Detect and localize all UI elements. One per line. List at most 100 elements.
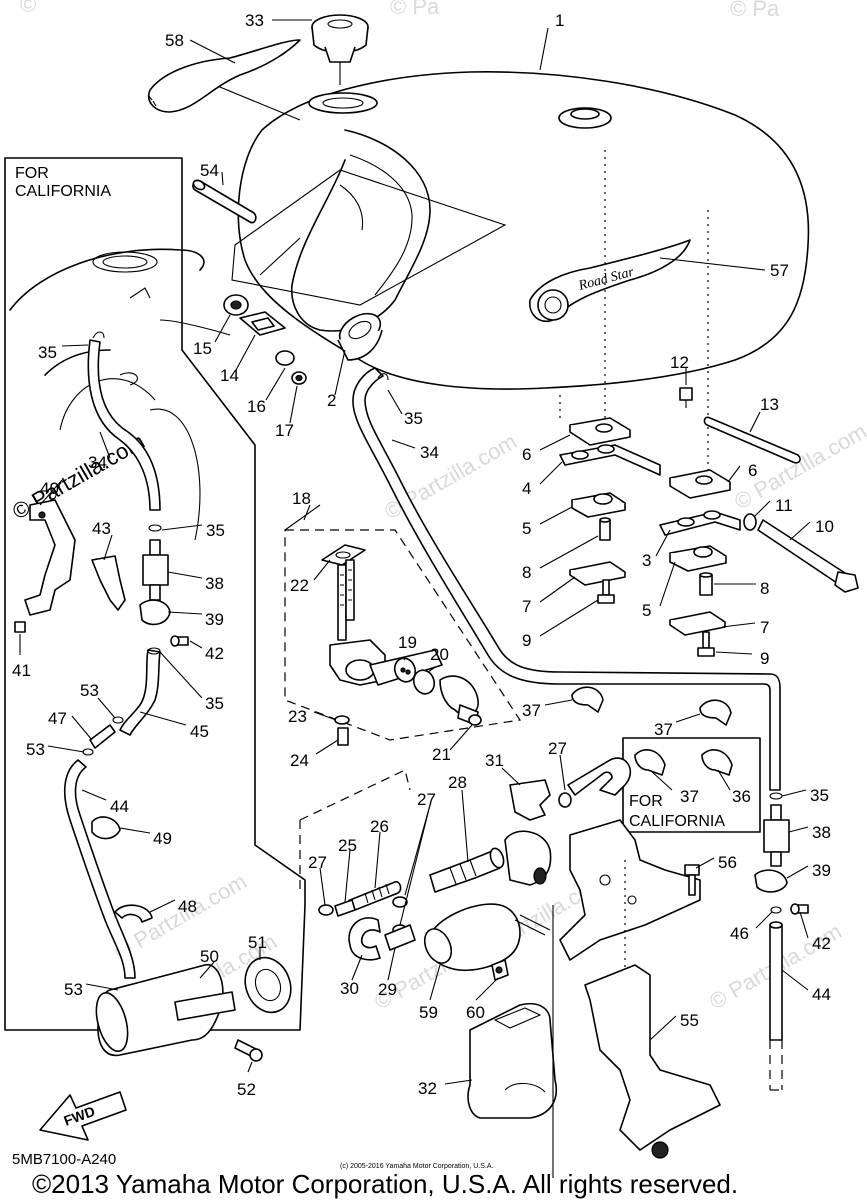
- part-callout-53: 53: [64, 980, 83, 999]
- part-callout-42: 42: [812, 934, 831, 953]
- leader-lines: [19, 19, 811, 1085]
- part-callout-23: 23: [288, 707, 307, 726]
- mount-hardware: [559, 150, 859, 657]
- part-callout-15: 15: [193, 339, 212, 358]
- part-callout-26: 26: [370, 817, 389, 836]
- hose-clamps: [571, 686, 732, 726]
- part-callout-13: 13: [760, 395, 779, 414]
- part-callout-53: 53: [80, 681, 99, 700]
- fuel-cock-assembly: [284, 504, 522, 746]
- part-callout-10: 10: [815, 517, 834, 536]
- part-callout-53: 53: [26, 740, 45, 759]
- callout-numbers: 1335854571514161723535343412136645111038…: [12, 11, 834, 1099]
- part-callout-48: 48: [178, 897, 197, 916]
- part-callout-44: 44: [812, 985, 831, 1004]
- part-callout-9: 9: [522, 631, 531, 650]
- breather-hose: [352, 367, 781, 791]
- part-callout-42: 42: [205, 644, 224, 663]
- part-callout-7: 7: [760, 618, 769, 637]
- part-callout-16: 16: [247, 397, 266, 416]
- fuel-cap: [311, 14, 369, 85]
- part-callout-55: 55: [680, 1011, 699, 1030]
- part-callout-56: 56: [718, 853, 737, 872]
- part-callout-8: 8: [760, 579, 769, 598]
- part-callout-35: 35: [404, 409, 423, 428]
- part-callout-31: 31: [485, 751, 504, 770]
- vent-pipe: [192, 179, 257, 224]
- part-callout-29: 29: [378, 980, 397, 999]
- part-callout-46: 46: [730, 924, 749, 943]
- part-callout-32: 32: [418, 1079, 437, 1098]
- part-callout-21: 21: [432, 745, 451, 764]
- copyright-notice: ©2013 Yamaha Motor Corporation, U.S.A. A…: [32, 1169, 738, 1199]
- part-callout-54: 54: [200, 161, 219, 180]
- part-callout-27: 27: [308, 853, 327, 872]
- part-callout-24: 24: [290, 751, 309, 770]
- tank-emblem: Road Star: [529, 239, 691, 322]
- part-callout-2: 2: [327, 391, 336, 410]
- part-callout-39: 39: [205, 610, 224, 629]
- part-callout-7: 7: [522, 597, 531, 616]
- part-callout-33: 33: [245, 11, 264, 30]
- part-callout-59: 59: [419, 1003, 438, 1022]
- part-callout-25: 25: [338, 836, 357, 855]
- part-callout-22: 22: [290, 576, 309, 595]
- drawing-code: 5MB7100-A240: [12, 1151, 116, 1168]
- part-callout-37: 37: [522, 701, 541, 720]
- forward-arrow: FWD: [39, 1091, 127, 1141]
- part-callout-40: 40: [40, 479, 59, 498]
- part-callout-3: 3: [642, 551, 651, 570]
- california-inset-right: FOR CALIFORNIA: [622, 737, 761, 833]
- part-callout-19: 19: [398, 633, 417, 652]
- part-callout-35: 35: [810, 786, 829, 805]
- inset-label-line2: CALIFORNIA: [629, 813, 725, 830]
- fuel-tank: Road Star: [214, 71, 810, 390]
- part-callout-37: 37: [680, 787, 699, 806]
- part-callout-45: 45: [190, 722, 209, 741]
- inset-label-line1: FOR: [629, 793, 663, 810]
- part-callout-50: 50: [200, 947, 219, 966]
- part-callout-9: 9: [760, 649, 769, 668]
- part-callout-34: 34: [88, 453, 107, 472]
- part-callout-36: 36: [732, 787, 751, 806]
- part-callout-6: 6: [748, 461, 757, 480]
- inset-label-line2: CALIFORNIA: [15, 183, 111, 200]
- part-callout-39: 39: [812, 861, 831, 880]
- part-callout-11: 11: [775, 496, 793, 515]
- part-callout-57: 57: [770, 261, 789, 280]
- fuel-pump-assembly: [299, 757, 721, 1178]
- part-callout-35: 35: [205, 694, 224, 713]
- part-callout-17: 17: [275, 421, 294, 440]
- fine-print: (c) 2005-2016 Yamaha Motor Corporation, …: [340, 1163, 493, 1170]
- part-callout-8: 8: [522, 563, 531, 582]
- part-callout-60: 60: [466, 1003, 485, 1022]
- tank-mount-parts: [223, 294, 383, 385]
- part-callout-44: 44: [110, 797, 129, 816]
- part-callout-12: 12: [670, 353, 689, 372]
- part-callout-52: 52: [237, 1080, 256, 1099]
- part-callout-5: 5: [642, 601, 651, 620]
- part-callout-5: 5: [522, 519, 531, 538]
- california-inset: FOR CALIFORNIA: [4, 157, 306, 1062]
- right-hose-parts: [754, 792, 809, 1091]
- part-callout-27: 27: [417, 790, 436, 809]
- part-callout-30: 30: [340, 979, 359, 998]
- part-callout-14: 14: [220, 366, 239, 385]
- part-callout-41: 41: [12, 661, 31, 680]
- watermark-text: © Pa: [390, 0, 440, 19]
- part-callout-43: 43: [92, 519, 111, 538]
- part-callout-6: 6: [522, 445, 531, 464]
- part-callout-51: 51: [248, 933, 267, 952]
- inset-label-line1: FOR: [15, 165, 49, 182]
- part-callout-49: 49: [153, 829, 172, 848]
- part-callout-27: 27: [548, 739, 567, 758]
- part-callout-35: 35: [38, 343, 57, 362]
- cap-gasket: [147, 39, 301, 113]
- part-callout-18: 18: [292, 489, 311, 508]
- part-callout-47: 47: [48, 709, 67, 728]
- watermark-text: © Pa: [730, 0, 780, 21]
- part-callout-35: 35: [206, 521, 225, 540]
- part-callout-28: 28: [448, 773, 467, 792]
- part-callout-1: 1: [555, 11, 564, 30]
